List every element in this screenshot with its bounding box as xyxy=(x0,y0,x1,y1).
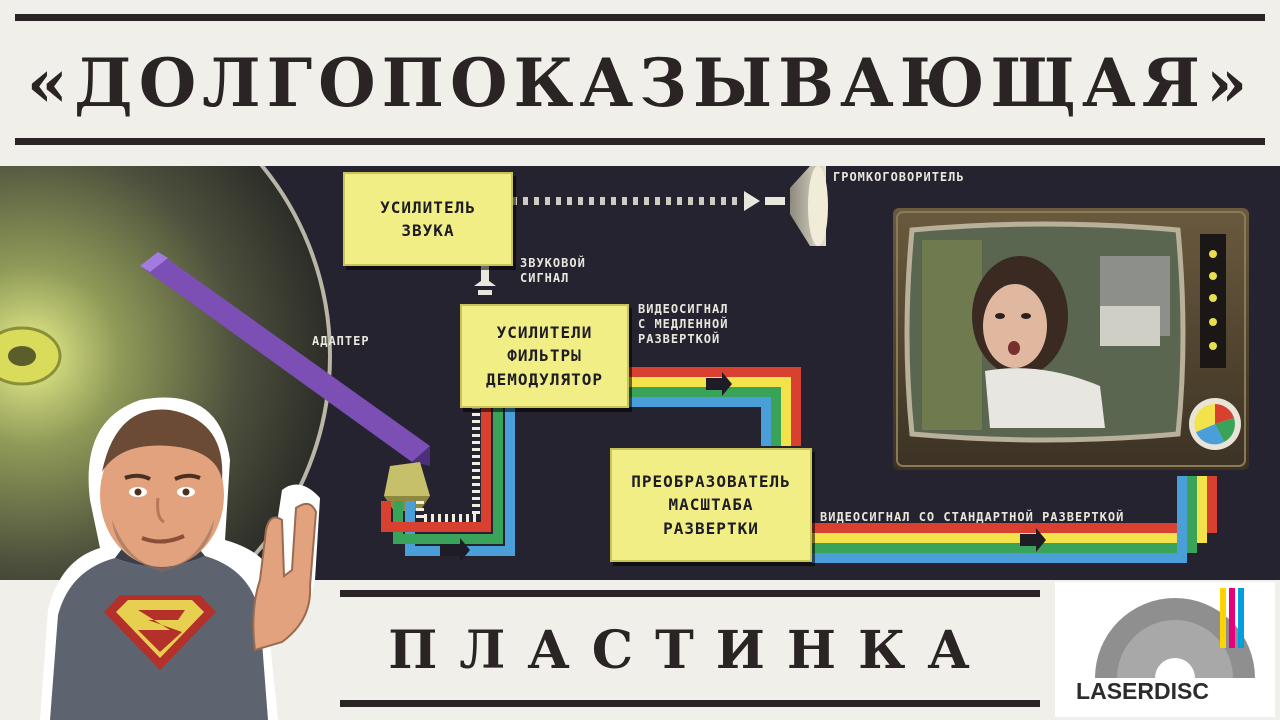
subtitle-top-rule xyxy=(340,590,1040,597)
slow-video-line-3: РАЗВЕРТКОЙ xyxy=(638,332,721,346)
speaker-label: ГРОМКОГОВОРИТЕЛЬ xyxy=(833,170,965,184)
adapter-arm xyxy=(140,252,430,511)
audio-amp-line-1: УСИЛИТЕЛЬ xyxy=(380,197,476,217)
top-rule xyxy=(15,14,1265,21)
converter-line-1: ПРЕОБРАЗОВАТЕЛЬ xyxy=(631,472,791,492)
subtitle-frame: ПЛАСТИНКА xyxy=(340,590,1040,710)
amp-box-line-2: ФИЛЬТРЫ xyxy=(507,346,582,366)
slow-scan-video-cable xyxy=(626,367,801,446)
speaker-icon xyxy=(790,166,828,246)
audio-signal-label-line-2: СИГНАЛ xyxy=(520,271,570,285)
laserdisc-logo-disc-icon xyxy=(1095,588,1255,678)
laserdisc-platter xyxy=(0,166,332,580)
audio-signal-arrow xyxy=(474,264,496,295)
laserdisc-logo-text: LASERDISC xyxy=(1076,678,1209,704)
amp-box-line-1: УСИЛИТЕЛИ xyxy=(496,323,593,343)
amp-box-line-3: ДЕМОДУЛЯТОР xyxy=(486,369,603,389)
slow-video-line-2: С МЕДЛЕННОЙ xyxy=(638,317,729,331)
scan-converter-box: ПРЕОБРАЗОВАТЕЛЬ МАСШТАБА РАЗВЕРТКИ xyxy=(610,448,812,562)
slow-video-line-1: ВИДЕОСИГНАЛ xyxy=(638,302,729,316)
converter-line-2: МАСШТАБА xyxy=(668,495,754,515)
signal-cable-adapter xyxy=(381,406,515,562)
amplifier-filter-demodulator-box: УСИЛИТЕЛИ ФИЛЬТРЫ ДЕМОДУЛЯТОР xyxy=(460,304,629,408)
superman-s-icon xyxy=(104,595,216,670)
audio-amplifier-box: УСИЛИТЕЛЬ ЗВУКА xyxy=(343,172,513,266)
converter-line-3: РАЗВЕРТКИ xyxy=(663,518,759,538)
diagram-graphics xyxy=(0,166,1249,580)
television-icon xyxy=(893,208,1249,470)
slow-scan-video-label: ВИДЕОСИГНАЛ С МЕДЛЕННОЙ РАЗВЕРТКОЙ xyxy=(638,302,728,347)
laserdisc-block-diagram: УСИЛИТЕЛЬ ЗВУКА УСИЛИТЕЛИ ФИЛЬТРЫ ДЕМОДУЛЯТ… xyxy=(0,166,1280,580)
laserdisc-logo: LASERDISC xyxy=(1055,582,1275,717)
audio-signal-label: ЗВУКОВОЙ СИГНАЛ xyxy=(520,256,586,286)
subtitle: ПЛАСТИНКА xyxy=(388,619,992,681)
standard-video-label: ВИДЕОСИГНАЛ СО СТАНДАРТНОЙ РАЗВЕРТКОЙ xyxy=(820,510,1125,524)
adapter-label: АДАПТЕР xyxy=(312,334,370,348)
subtitle-bottom-rule xyxy=(340,700,1040,707)
audio-signal-label-line-1: ЗВУКОВОЙ xyxy=(520,256,586,270)
audio-amp-line-2: ЗВУКА xyxy=(401,221,455,240)
avatar xyxy=(40,397,320,720)
title-underline-rule xyxy=(15,138,1265,145)
page-title: «ДОЛГОПОКАЗЫВАЮЩАЯ» xyxy=(26,43,1254,122)
standard-video-cable xyxy=(812,476,1217,563)
